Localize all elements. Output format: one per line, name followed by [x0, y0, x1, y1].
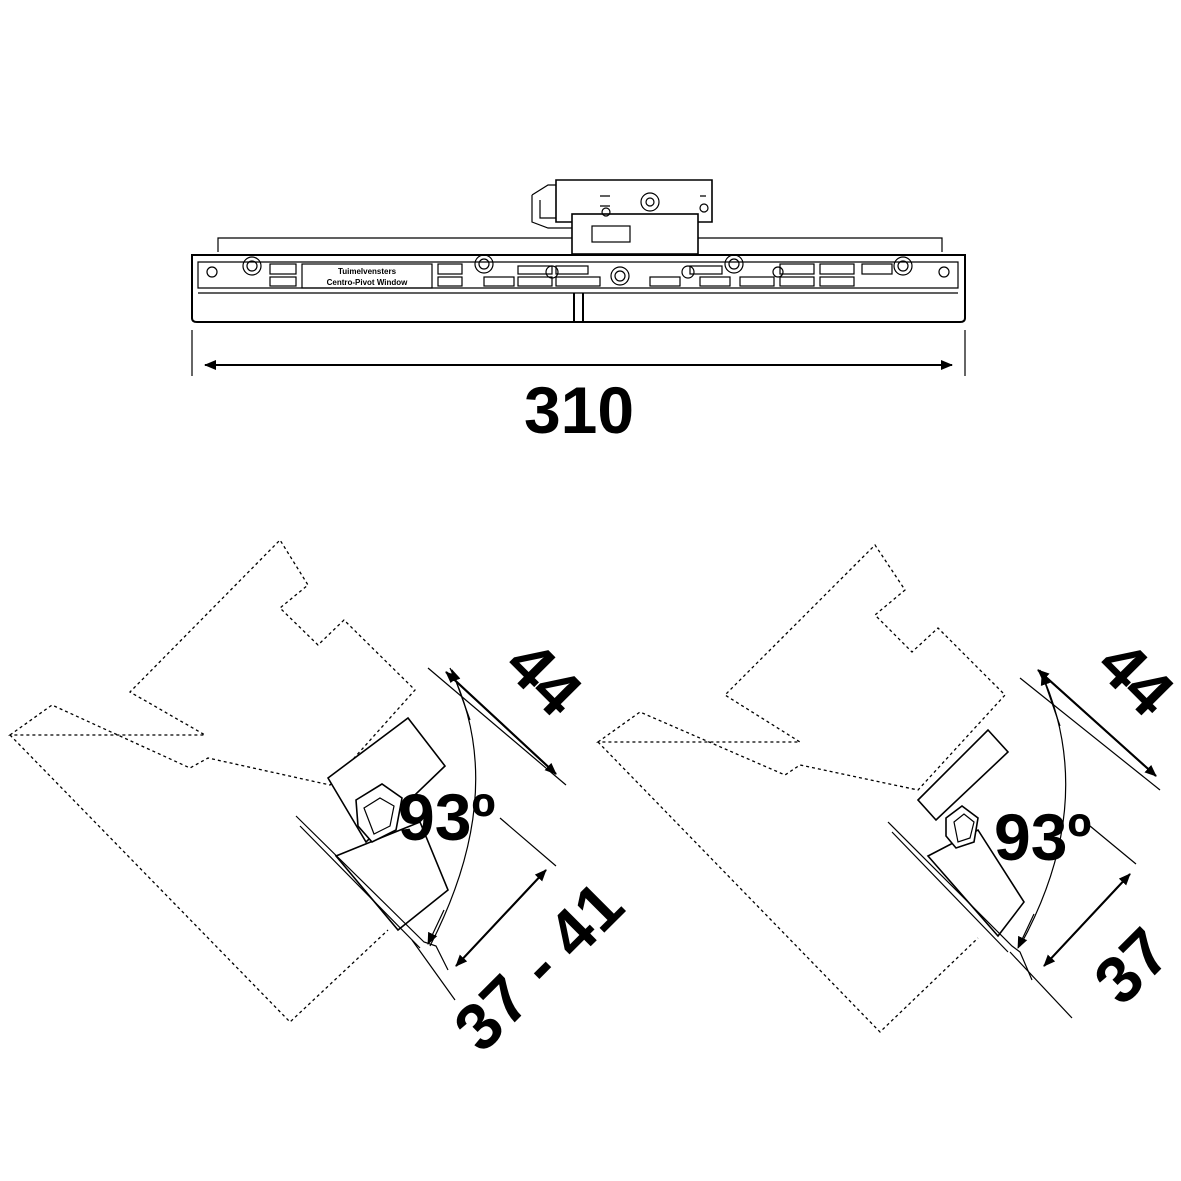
right-angle-label: 93º — [994, 800, 1092, 874]
left-section-view — [7, 538, 567, 1023]
plate-label-line1: Tuimelvensters — [338, 267, 397, 276]
right-dim-top-label: 44 — [1084, 626, 1181, 730]
right-dim-bottom-label: 37 — [1080, 914, 1181, 1018]
left-dim-bottom-label: 37 - 41 — [440, 867, 638, 1065]
left-angle-label: 93º — [398, 780, 496, 854]
width-dimension-label: 310 — [524, 373, 634, 447]
plate-label-line2: Centro-Pivot Window — [327, 278, 409, 287]
width-dimension — [191, 330, 966, 376]
right-section-view — [595, 543, 1161, 1033]
left-dim-top-label: 44 — [492, 626, 596, 730]
hinge-top-view: Tuimelvensters Centro-Pivot Window — [191, 179, 966, 323]
